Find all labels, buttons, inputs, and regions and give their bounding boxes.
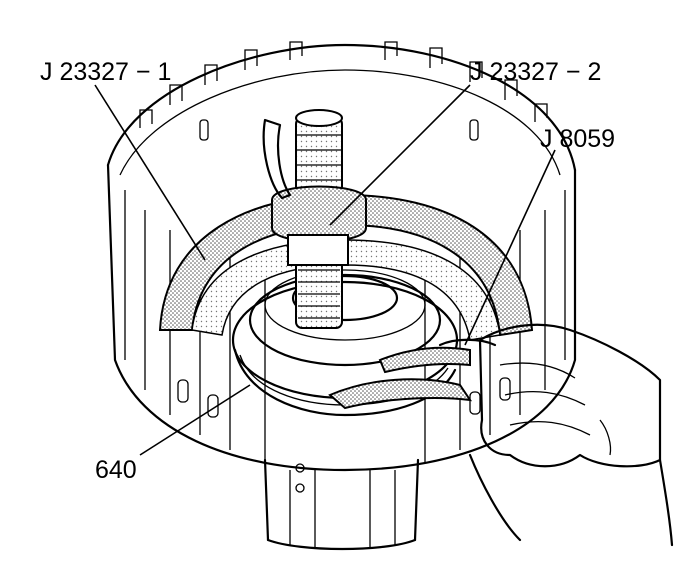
callout-640: 640 <box>95 456 137 484</box>
callout-j8059: J 8059 <box>540 125 615 153</box>
callout-j23327-1: J 23327 − 1 <box>40 58 171 86</box>
forcing-screw-j23327-2 <box>262 109 367 329</box>
snap-ring-pliers-j8059 <box>328 338 497 410</box>
leader-j8059 <box>464 149 556 346</box>
callout-j23327-2: J 23327 − 2 <box>470 58 601 86</box>
leader-j23327-2 <box>329 84 471 226</box>
clutch-housing-drum <box>106 41 577 472</box>
leader-640 <box>139 384 251 456</box>
leader-j23327-1 <box>94 84 206 261</box>
compressor-plate-j23327-1 <box>158 193 534 341</box>
leader-lines <box>94 84 556 456</box>
hand-illustration <box>468 323 674 547</box>
lower-hub <box>263 458 420 551</box>
